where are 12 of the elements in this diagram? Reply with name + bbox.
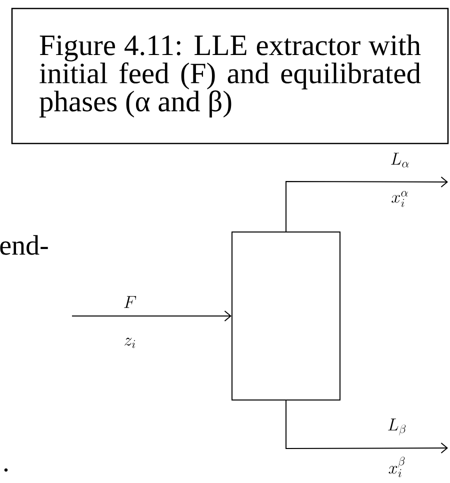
extractor-box: [232, 232, 340, 400]
stream-label: $F$: [124, 296, 136, 308]
body-text-fragment: .: [4, 468, 8, 472]
arrow: [286, 176, 448, 232]
body-text-fragment: end-: [0, 235, 48, 255]
caption-box: Figure 4.11: LLE extractor with initial feed (F) and equilibrated phases (α and β): [11, 8, 449, 144]
stream-label: $z_i$: [124, 338, 136, 348]
arrow: [286, 400, 448, 454]
stream-label: $x_i^\beta$: [388, 456, 405, 478]
stream-label: $L_\beta$: [388, 418, 406, 436]
arrow: [72, 310, 232, 322]
stream-label: $x_i^\alpha$: [392, 191, 408, 207]
